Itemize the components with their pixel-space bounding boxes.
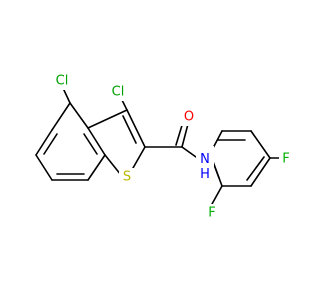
bond — [126, 109, 146, 148]
sulfur-atom-label: S — [123, 170, 131, 185]
bond — [87, 154, 106, 181]
bond — [181, 123, 189, 148]
label-background — [181, 108, 197, 126]
fluorine-atom-label: F — [208, 206, 215, 221]
oxygen-atom-label: O — [184, 110, 194, 125]
fluorine-atom-label: F — [282, 152, 289, 167]
bond — [51, 102, 71, 131]
bond — [83, 133, 98, 155]
label-background — [50, 72, 74, 90]
bond — [250, 157, 271, 187]
bond — [43, 133, 58, 155]
label-background — [196, 146, 214, 176]
bond — [246, 156, 265, 181]
bond — [69, 102, 89, 129]
label-background — [106, 83, 130, 101]
label-background — [205, 204, 219, 222]
bond — [122, 115, 137, 144]
bond — [211, 185, 223, 205]
bond — [181, 146, 197, 158]
bond — [250, 130, 271, 159]
bond — [121, 99, 128, 111]
bond — [104, 154, 122, 176]
bond — [87, 127, 106, 156]
chlorine-atom-label: Cl — [56, 74, 69, 89]
bond — [35, 129, 53, 156]
bond — [87, 109, 128, 129]
bond — [62, 87, 71, 104]
bond — [35, 154, 53, 181]
label-background — [119, 168, 135, 186]
bond-lines — [35, 87, 283, 205]
label-background — [279, 150, 293, 168]
chlorine-atom-label: Cl — [112, 85, 125, 100]
